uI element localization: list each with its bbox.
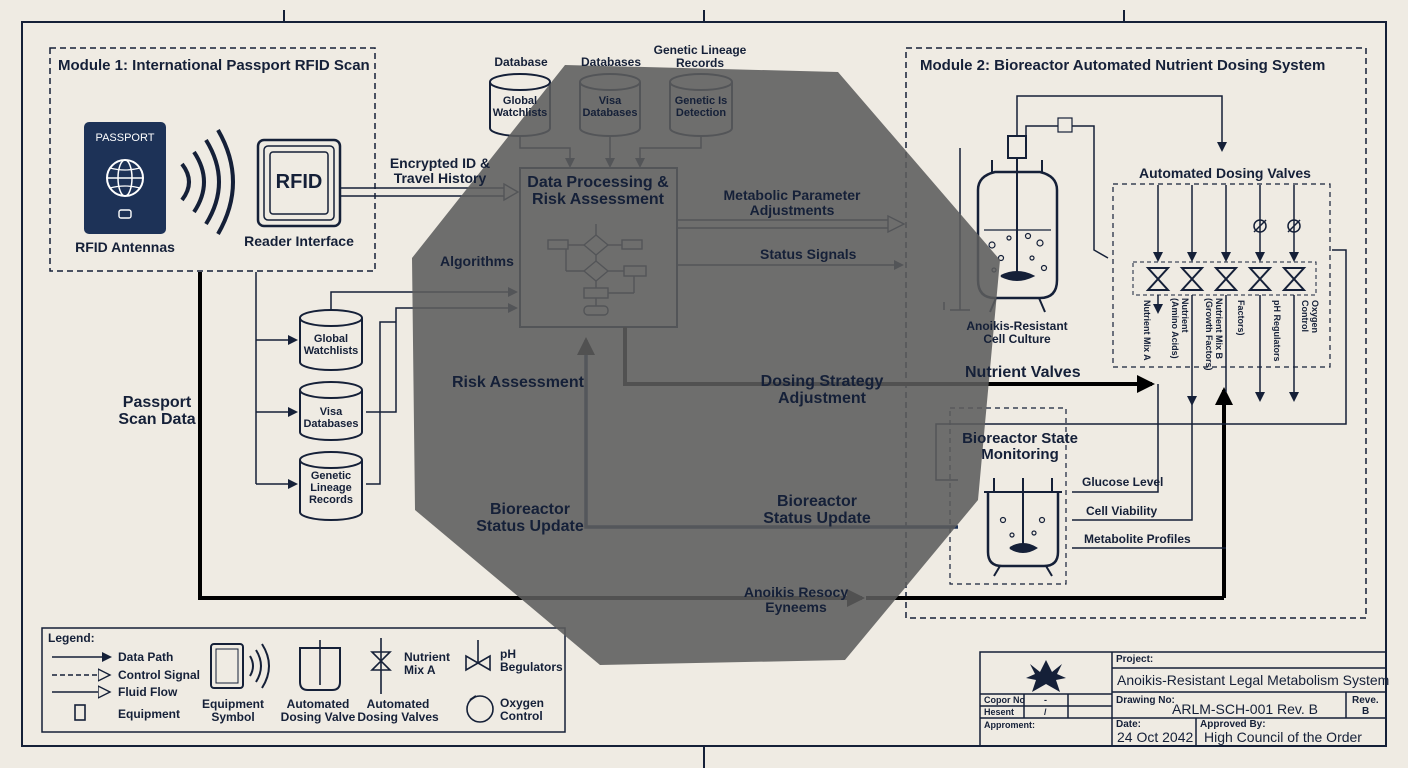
legend-symbols <box>52 638 494 723</box>
project-label: Project: <box>1116 654 1154 665</box>
module1-boundary <box>49 47 376 272</box>
rfid-text: RFID <box>275 171 323 193</box>
metabolic-adjust-label: Metabolic Parameter Adjustments <box>723 187 861 219</box>
algorithms-label: Algorithms <box>440 253 514 269</box>
monitoring-feedback-lines <box>1072 295 1227 549</box>
approved-value: High Council of the Order <box>1204 729 1362 745</box>
legend-nutrient-mix: Nutrient Mix A <box>404 650 450 677</box>
hesent-label: Hesent <box>984 707 1015 717</box>
legend-equipment-symbol: Equipment Symbol <box>202 697 264 724</box>
passport-label: PASSPORT <box>95 132 155 144</box>
valve-label-4: Factors) <box>1236 300 1246 336</box>
side-database-cylinders <box>299 309 363 521</box>
date-label: Date: <box>1116 719 1142 730</box>
date-value: 24 Oct 2042 <box>1117 729 1194 745</box>
metabolite-profiles-label: Metabolite Profiles <box>1084 532 1191 546</box>
legend-dosing-valves: Automated Dosing Valves <box>357 697 439 724</box>
db-caption-3: Genetic Lineage Records <box>653 43 747 70</box>
legend-title: Legend: <box>48 631 95 645</box>
valve-label-6: Oxygen Control <box>1300 300 1320 334</box>
title-block <box>979 651 1387 747</box>
legend-oxygen-control: Oxygen Control <box>500 696 545 723</box>
processing-title: Data Processing & Risk Assessment <box>527 174 669 209</box>
dosing-valves-title: Automated Dosing Valves <box>1139 165 1311 181</box>
bioreactor-status-left-label: Bioreactor Status Update <box>476 501 584 536</box>
monitoring-title: Bioreactor State Monitoring <box>962 430 1078 464</box>
valve-label-5: pH Regulators <box>1272 300 1282 362</box>
approment-label: Approment: <box>984 720 1035 730</box>
valve-label-3: Nutrient Mix B (Growth Factors) <box>1204 298 1224 371</box>
legend-dosing-valve: Automated Dosing Valve <box>280 697 356 724</box>
module2-title: Module 2: Bioreactor Automated Nutrient … <box>920 57 1326 74</box>
status-signals-label: Status Signals <box>760 246 857 262</box>
glucose-level-label: Glucose Level <box>1082 475 1164 489</box>
module1-title: Module 1: International Passport RFID Sc… <box>58 57 370 74</box>
rfid-reader-icon <box>256 138 342 228</box>
db-side-genetic-lineage: Genetic Lineage Records <box>308 470 354 506</box>
db-side-global-watchlists: Global Watchlists <box>303 333 359 357</box>
db-top-global-watchlists: Global Watchlists <box>492 95 548 119</box>
dosing-valves-boundary <box>1112 183 1331 368</box>
encrypted-id-label: Encrypted ID & Travel History <box>389 155 491 187</box>
drawing-number: ARLM-SCH-001 Rev. B <box>1172 701 1319 717</box>
risk-assessment-label: Risk Assessment <box>452 374 584 391</box>
legend-equipment: Equipment <box>118 707 180 721</box>
anoikis-systems-label: Anoikis Resocy Eyneems <box>743 584 849 616</box>
valve-label-1: Nutrient Mix A <box>1142 300 1152 361</box>
db-caption-1: Database <box>494 55 548 69</box>
nutrient-valves-label: Nutrient Valves <box>965 364 1081 381</box>
bioreactor-bottom <box>984 478 1062 577</box>
legend-control-signal: Control Signal <box>118 668 200 682</box>
title-block-emblem <box>1026 660 1066 692</box>
db-caption-2: Databases <box>580 55 642 69</box>
legend-ph-regulators: pH Begulators <box>500 647 563 674</box>
rfid-antennas-label: RFID Antennas <box>75 239 175 255</box>
dosing-strategy-label: Dosing Strategy Adjustment <box>760 373 884 408</box>
rev-value: B <box>1362 706 1370 717</box>
rev-label: Reve. <box>1352 695 1379 706</box>
cell-culture-label: Anoikis-Resistant Cell Culture <box>966 319 1068 346</box>
valve-label-2: Nutrient (Amino Acids) <box>1170 298 1190 359</box>
reader-to-db-tree <box>255 272 298 489</box>
passport-icon <box>84 122 166 234</box>
copor-value: - <box>1044 695 1047 705</box>
legend-box <box>41 627 566 733</box>
reader-interface-label: Reader Interface <box>244 233 354 249</box>
hesent-value: / <box>1044 707 1047 717</box>
copor-label: Copor No <box>984 695 1025 705</box>
legend-data-path: Data Path <box>118 650 174 664</box>
approved-label: Approved By: <box>1200 719 1266 730</box>
watermark-star <box>412 65 1000 665</box>
bioreactor-status-right-label: Bioreactor Status Update <box>763 493 871 528</box>
valve-row-boundary <box>1132 261 1317 296</box>
project-name: Anoikis-Resistant Legal Metabolism Syste… <box>1117 672 1390 688</box>
drawing-no-label: Drawing No: <box>1116 695 1175 706</box>
passport-scan-label: Passport Scan Data <box>118 394 196 429</box>
legend-fluid-flow: Fluid Flow <box>118 685 178 699</box>
db-top-genetic-detection: Genetic Is Detection <box>674 95 728 119</box>
cell-viability-label: Cell Viability <box>1086 504 1158 518</box>
db-side-visa-databases: Visa Databases <box>303 406 359 430</box>
culture-bubbles <box>988 232 1048 273</box>
sheet-frame <box>21 10 1387 768</box>
rfid-waves-icon <box>180 129 235 235</box>
db-top-visa-databases: Visa Databases <box>582 95 638 119</box>
